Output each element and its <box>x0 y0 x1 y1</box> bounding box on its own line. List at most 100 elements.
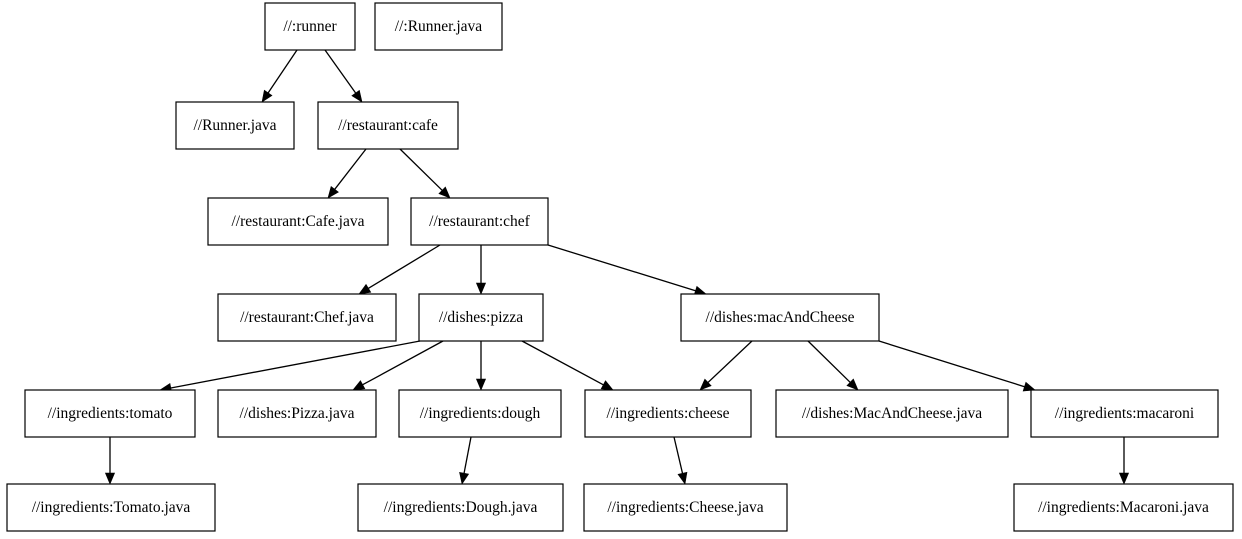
node-label: //Runner.java <box>193 117 276 134</box>
node-label: //ingredients:cheese <box>606 405 729 422</box>
edge-arrowhead-icon <box>677 471 688 485</box>
graph-edge <box>475 245 487 295</box>
node-box[interactable] <box>583 483 788 532</box>
edge-line <box>267 49 298 94</box>
node-box[interactable] <box>1030 389 1219 438</box>
graph-node-runner-java[interactable]: //Runner.java <box>175 101 295 150</box>
graph-node-restaurant-cafe[interactable]: //restaurant:cafe <box>317 101 459 150</box>
graph-edge <box>358 244 441 295</box>
graph-node-ingredients-macaroni-java[interactable]: //ingredients:Macaroni.java <box>1013 483 1234 532</box>
edge-line <box>807 340 851 383</box>
node-box[interactable] <box>775 389 1009 438</box>
graph-node-runner-java-root[interactable]: //:Runner.java <box>374 2 503 51</box>
graph-edge <box>327 148 367 199</box>
node-label: //ingredients:Dough.java <box>384 499 538 516</box>
node-box[interactable] <box>207 197 389 246</box>
edge-line <box>368 244 441 289</box>
edge-line <box>673 436 684 474</box>
node-label: //restaurant:cafe <box>338 117 438 134</box>
node-label: //:runner <box>283 18 337 35</box>
node-box[interactable] <box>175 101 295 150</box>
node-box[interactable] <box>264 2 356 51</box>
node-box[interactable] <box>680 293 880 342</box>
graph-node-ingredients-dough[interactable]: //ingredients:dough <box>398 389 562 438</box>
graph-edge <box>521 340 614 391</box>
graph-edge <box>475 341 487 391</box>
node-box[interactable] <box>418 293 544 342</box>
edge-line <box>170 340 421 389</box>
node-box[interactable] <box>1013 483 1234 532</box>
node-label: //dishes:pizza <box>439 309 523 326</box>
edge-arrowhead-icon <box>600 380 614 391</box>
node-box[interactable] <box>584 389 752 438</box>
nodes-layer: //:runner //:Runner.java //Runner.java //re… <box>6 2 1234 532</box>
node-box[interactable] <box>6 483 216 532</box>
graph-node-ingredients-dough-java[interactable]: //ingredients:Dough.java <box>357 483 564 532</box>
node-label: //ingredients:tomato <box>48 405 173 422</box>
node-label: //:Runner.java <box>395 18 483 35</box>
edge-arrowhead-icon <box>327 185 339 199</box>
edge-arrowhead-icon <box>438 186 451 199</box>
edge-arrowhead-icon <box>699 378 712 391</box>
edge-line <box>362 340 444 386</box>
node-label: //dishes:Pizza.java <box>240 405 355 422</box>
node-box[interactable] <box>217 293 397 342</box>
edge-arrowhead-icon <box>352 380 366 391</box>
edge-arrowhead-icon <box>475 378 487 391</box>
node-label: //dishes:MacAndCheese.java <box>802 405 982 422</box>
edge-arrowhead-icon <box>1022 381 1036 392</box>
graph-edge <box>673 436 688 485</box>
node-label: //ingredients:dough <box>420 405 541 422</box>
edge-line <box>707 340 753 383</box>
edge-arrowhead-icon <box>846 378 859 391</box>
graph-node-dishes-macandcheese-java[interactable]: //dishes:MacAndCheese.java <box>775 389 1009 438</box>
graph-edge <box>807 340 859 391</box>
graph-edge <box>104 437 116 485</box>
edge-arrowhead-icon <box>261 89 273 103</box>
node-box[interactable] <box>374 2 503 51</box>
edge-arrowhead-icon <box>459 471 470 485</box>
edge-line <box>324 49 357 94</box>
node-box[interactable] <box>217 389 377 438</box>
graph-node-restaurant-chef-java[interactable]: //restaurant:Chef.java <box>217 293 397 342</box>
graph-edge <box>1118 437 1130 485</box>
edge-line <box>463 436 472 474</box>
graph-edge <box>261 49 298 103</box>
graph-edge <box>159 340 421 393</box>
graph-node-ingredients-macaroni[interactable]: //ingredients:macaroni <box>1030 389 1219 438</box>
graph-edge <box>352 340 444 391</box>
edge-line <box>878 340 1025 388</box>
graph-node-restaurant-cafe-java[interactable]: //restaurant:Cafe.java <box>207 197 389 246</box>
graph-node-ingredients-cheese-java[interactable]: //ingredients:Cheese.java <box>583 483 788 532</box>
graph-node-ingredients-tomato[interactable]: //ingredients:tomato <box>24 389 196 438</box>
node-box[interactable] <box>317 101 459 150</box>
graph-node-runner-target[interactable]: //:runner <box>264 2 356 51</box>
node-box[interactable] <box>410 197 549 246</box>
node-label: //restaurant:Chef.java <box>240 309 374 326</box>
graph-edge <box>459 436 472 485</box>
graph-node-restaurant-chef[interactable]: //restaurant:chef <box>410 197 549 246</box>
edge-arrowhead-icon <box>351 89 363 103</box>
node-label: //restaurant:chef <box>429 213 531 230</box>
edge-arrowhead-icon <box>104 472 116 485</box>
graph-node-ingredients-cheese[interactable]: //ingredients:cheese <box>584 389 752 438</box>
edge-line <box>521 340 604 386</box>
graph-edge <box>399 148 451 199</box>
edge-arrowhead-icon <box>358 283 372 295</box>
node-label: //restaurant:Cafe.java <box>232 213 365 230</box>
node-box[interactable] <box>24 389 196 438</box>
graph-node-ingredients-tomato-java[interactable]: //ingredients:Tomato.java <box>6 483 216 532</box>
graph-node-dishes-macandcheese[interactable]: //dishes:macAndCheese <box>680 293 880 342</box>
edge-line <box>547 244 696 292</box>
graph-node-dishes-pizza[interactable]: //dishes:pizza <box>418 293 544 342</box>
edge-line <box>334 148 367 190</box>
node-box[interactable] <box>357 483 564 532</box>
graph-edge <box>699 340 753 391</box>
edge-line <box>399 148 443 191</box>
node-box[interactable] <box>398 389 562 438</box>
node-label: //ingredients:Tomato.java <box>32 499 191 516</box>
graph-node-dishes-pizza-java[interactable]: //dishes:Pizza.java <box>217 389 377 438</box>
node-label: //ingredients:Cheese.java <box>607 499 763 516</box>
